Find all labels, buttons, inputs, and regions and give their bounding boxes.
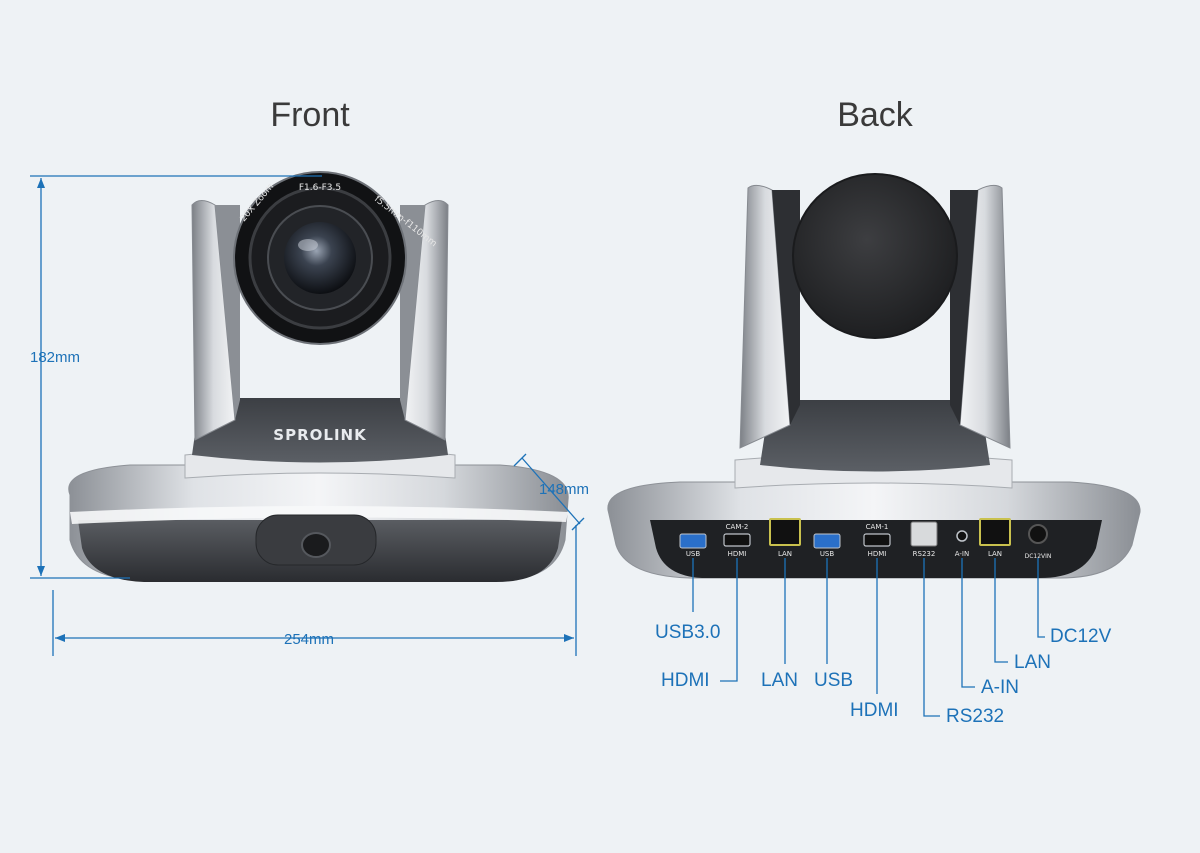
panel-label-hdmi-1: HDMI [728,550,747,558]
depth-dimension-label: 148mm [539,481,590,498]
port-callout-lines [692,558,1045,717]
panel-label-a-in: A-IN [955,550,969,558]
callout-dc12v [1037,558,1045,638]
callout-rs232 [923,558,940,717]
panel-label-lan-1: LAN [778,550,792,558]
port-label-dc12v: DC12V [1050,626,1112,647]
port-label-usb30: USB3.0 [655,622,721,643]
depth-arrow-line [521,457,581,525]
port-label-lan-2: LAN [1014,652,1051,673]
dc-power-jack [1028,524,1048,544]
lan-port-1 [769,518,801,546]
port-label-lan-1: LAN [761,670,798,691]
front-camera: SPROLINK F1.6-F3.5 f5.5mm-f110mm 20X Zoo… [68,171,569,582]
rear-panel-labels: USB CAM-2 HDMI LAN USB CAM-1 HDMI RS232 … [686,523,1052,560]
usb3-port-2 [813,533,841,549]
back-heading: Back [837,96,913,134]
arrowhead-left [55,634,65,642]
rear-port-panel [679,518,1048,549]
usb3-port-1 [679,533,707,549]
panel-label-lan-2: LAN [988,550,1002,558]
lan-port-2 [979,518,1011,546]
panel-label-hdmi-2: HDMI [868,550,887,558]
panel-label-cam2: CAM-2 [726,523,749,531]
height-dimension-label: 182mm [30,349,81,366]
back-camera: USB CAM-2 HDMI LAN USB CAM-1 HDMI RS232 … [607,173,1141,579]
arrowhead-right [564,634,574,642]
depth-top-tick [513,453,527,467]
audio-in-jack [956,530,968,542]
hdmi-port-cam1 [863,533,891,547]
arrowhead-up [37,178,45,188]
port-label-rs232: RS232 [946,706,1005,727]
depth-bottom-tick [571,517,585,531]
hdmi-port-cam2 [723,533,751,547]
panel-label-usb-2: USB [820,550,835,558]
port-label-a-in: A-IN [981,677,1019,698]
panel-label-dc: DC12VIN [1025,553,1052,560]
port-label-usb: USB [814,670,854,691]
lens-aperture-text: F1.6-F3.5 [299,183,341,193]
rs232-port [910,521,938,547]
callout-lan-2 [994,558,1008,663]
callout-a-in [961,558,975,688]
panel-label-usb-1: USB [686,550,701,558]
arrowhead-down [37,566,45,576]
panel-label-rs232: RS232 [913,550,936,558]
panel-label-cam1: CAM-1 [866,523,889,531]
callout-hdmi-1 [720,558,738,682]
front-heading: Front [270,96,350,134]
dimension-lines [30,175,585,656]
width-dimension-label: 254mm [284,631,335,648]
port-label-hdmi-1: HDMI [661,670,710,691]
port-label-hdmi-2: HDMI [850,700,899,721]
front-brand-logo: SPROLINK [273,426,367,444]
